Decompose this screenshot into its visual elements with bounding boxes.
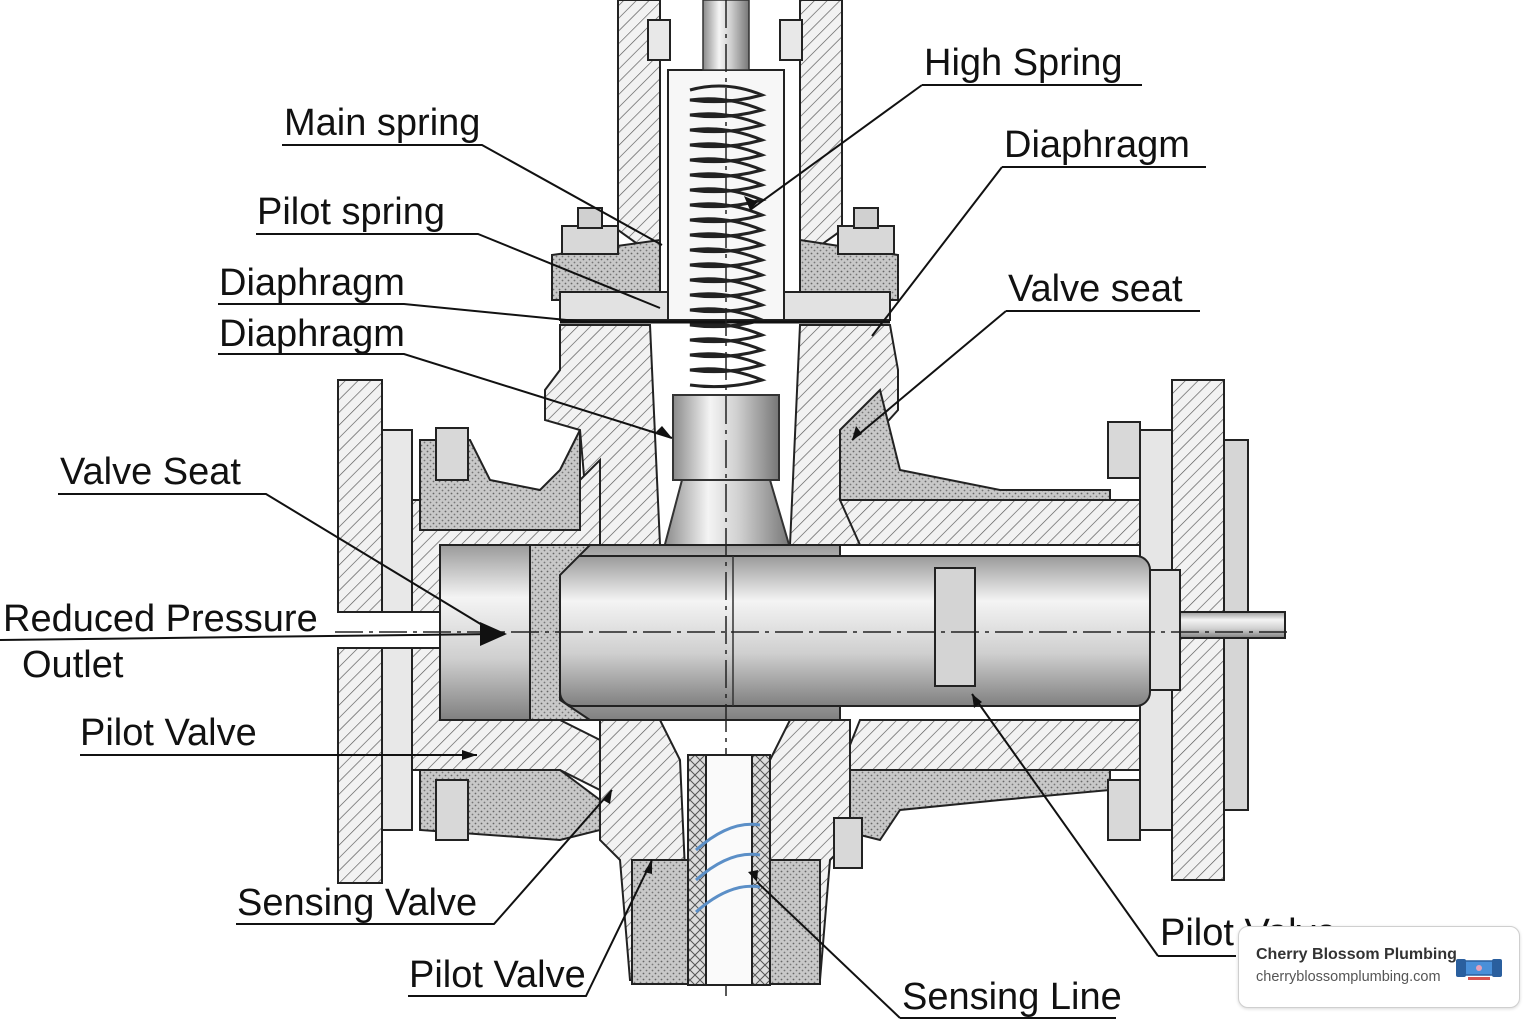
watermark-title: Cherry Blossom Plumbing bbox=[1256, 946, 1457, 963]
label-reduced-pressure: Reduced Pressure bbox=[3, 598, 318, 640]
plumbing-logo-icon bbox=[1456, 959, 1502, 980]
main-bore bbox=[439, 544, 1286, 721]
label-pilot-spring: Pilot spring bbox=[257, 191, 445, 233]
label-pilot-valve-left: Pilot Valve bbox=[80, 712, 257, 754]
leader-lines bbox=[0, 84, 1236, 1019]
label-sensing-line: Sensing Line bbox=[902, 976, 1122, 1018]
watermark-card: Cherry Blossom Plumbing cherryblossomplu… bbox=[1238, 926, 1520, 1008]
label-diaphragm-left-1: Diaphragm bbox=[219, 262, 405, 304]
label-high-spring: High Spring bbox=[924, 42, 1123, 84]
watermark-url: cherryblossomplumbing.com bbox=[1256, 969, 1441, 985]
label-valve-seat-right: Valve seat bbox=[1008, 268, 1183, 310]
label-pilot-valve-bottom: Pilot Valve bbox=[409, 954, 586, 996]
label-diaphragm-right: Diaphragm bbox=[1004, 124, 1190, 166]
label-outlet: Outlet bbox=[22, 644, 124, 686]
valve-plug bbox=[662, 479, 792, 549]
label-diaphragm-left-2: Diaphragm bbox=[219, 313, 405, 355]
high-spring-coil bbox=[689, 84, 767, 389]
label-sensing-valve: Sensing Valve bbox=[237, 882, 478, 924]
label-main-spring: Main spring bbox=[284, 102, 481, 144]
leader-arrowheads bbox=[462, 196, 982, 882]
label-valve-seat-left: Valve Seat bbox=[60, 451, 241, 493]
sensing-line-coil bbox=[695, 822, 761, 914]
